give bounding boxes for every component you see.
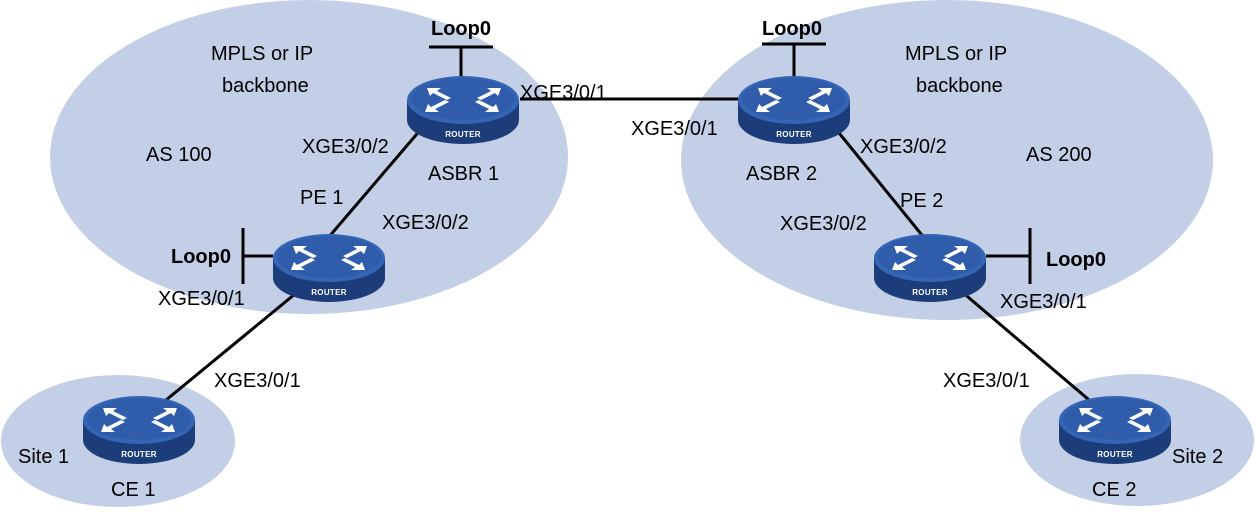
router-pe2[interactable]: ROUTER [874,234,986,302]
link-pe2-ce2 [947,278,1096,407]
asbr1-loop-label: Loop0 [431,18,491,40]
router-ce1[interactable]: ROUTER [83,396,195,464]
asbr2-name: ASBR 2 [746,163,817,185]
link-pe1-ce1 [159,278,313,407]
ce2-xge-pe2-label: XGE3/0/1 [943,370,1030,392]
asbr1-xge-pe1-label: XGE3/0/2 [302,136,389,158]
router-asbr2[interactable]: ROUTER [738,76,850,144]
as-right-label: AS 200 [1026,144,1092,166]
ce1-xge-pe1-label: XGE3/0/1 [214,370,301,392]
router-badge: ROUTER [776,130,812,139]
link-asbr2-pe2 [833,127,932,246]
pe1-xge-asbr1-label: XGE3/0/2 [382,212,469,234]
ce1-name: CE 1 [111,479,155,501]
router-badge: ROUTER [445,130,481,139]
site2-label: Site 2 [1172,446,1223,468]
router-pe1[interactable]: ROUTER [273,234,385,302]
asbr2-xge-pe2-label: XGE3/0/2 [860,136,947,158]
router-ce2[interactable]: ROUTER [1059,396,1171,464]
router-asbr1[interactable]: ROUTER [407,76,519,144]
site1-label: Site 1 [18,446,69,468]
asbr2-xge-asbr1-label: XGE3/0/1 [631,118,718,140]
pe2-name: PE 2 [900,190,943,212]
as-left-title-line1: MPLS or IP [211,43,313,65]
as-right-title-line2: backbone [916,75,1003,97]
as-left-label: AS 100 [146,144,212,166]
router-badge: ROUTER [311,288,347,297]
asbr2-loop-label: Loop0 [762,18,822,40]
pe2-xge-ce2-label: XGE3/0/1 [1000,291,1087,313]
router-badge: ROUTER [912,288,948,297]
pe2-loop-label: Loop0 [1046,249,1106,271]
ce2-name: CE 2 [1092,479,1136,501]
link-asbr1-pe1 [320,127,424,246]
router-badge: ROUTER [121,450,157,459]
pe1-loop-label: Loop0 [171,246,231,268]
as-right-title-line1: MPLS or IP [905,43,1007,65]
router-badge: ROUTER [1097,450,1133,459]
pe1-name: PE 1 [300,187,343,209]
as-left-title-line2: backbone [222,75,309,97]
asbr1-xge-asbr2-label: XGE3/0/1 [520,82,607,104]
asbr1-name: ASBR 1 [428,163,499,185]
pe1-xge-ce1-label: XGE3/0/1 [158,288,245,310]
pe2-xge-asbr2-label: XGE3/0/2 [780,213,867,235]
